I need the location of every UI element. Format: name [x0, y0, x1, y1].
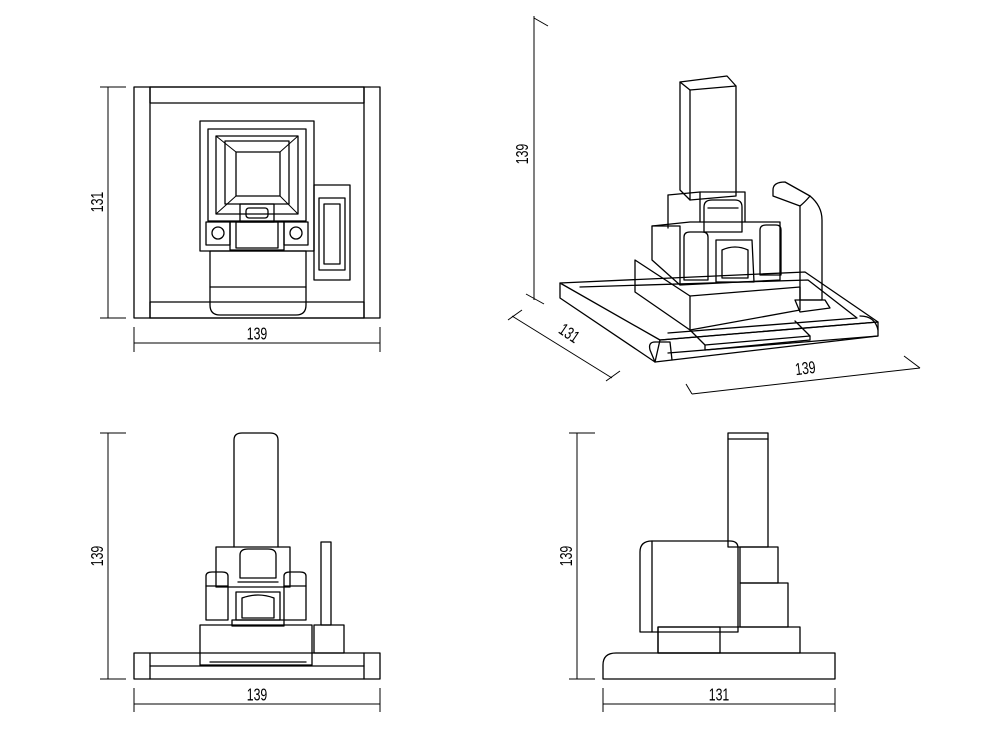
- iso-depth-label: 131: [555, 320, 583, 348]
- front-height-label: 139: [88, 546, 108, 567]
- side-depth-label: 131: [709, 686, 730, 706]
- side-view: 131 139: [557, 432, 836, 712]
- top-view: 139 131: [88, 86, 381, 352]
- isometric-view: 139 131 139: [507, 16, 921, 395]
- iso-width-label: 139: [794, 358, 817, 380]
- top-width-label: 139: [247, 325, 268, 345]
- side-height-label: 139: [557, 546, 577, 567]
- top-depth-label: 131: [88, 192, 108, 213]
- front-width-label: 139: [247, 686, 268, 706]
- front-view: 139 139: [88, 432, 381, 712]
- iso-height-label: 139: [513, 144, 533, 165]
